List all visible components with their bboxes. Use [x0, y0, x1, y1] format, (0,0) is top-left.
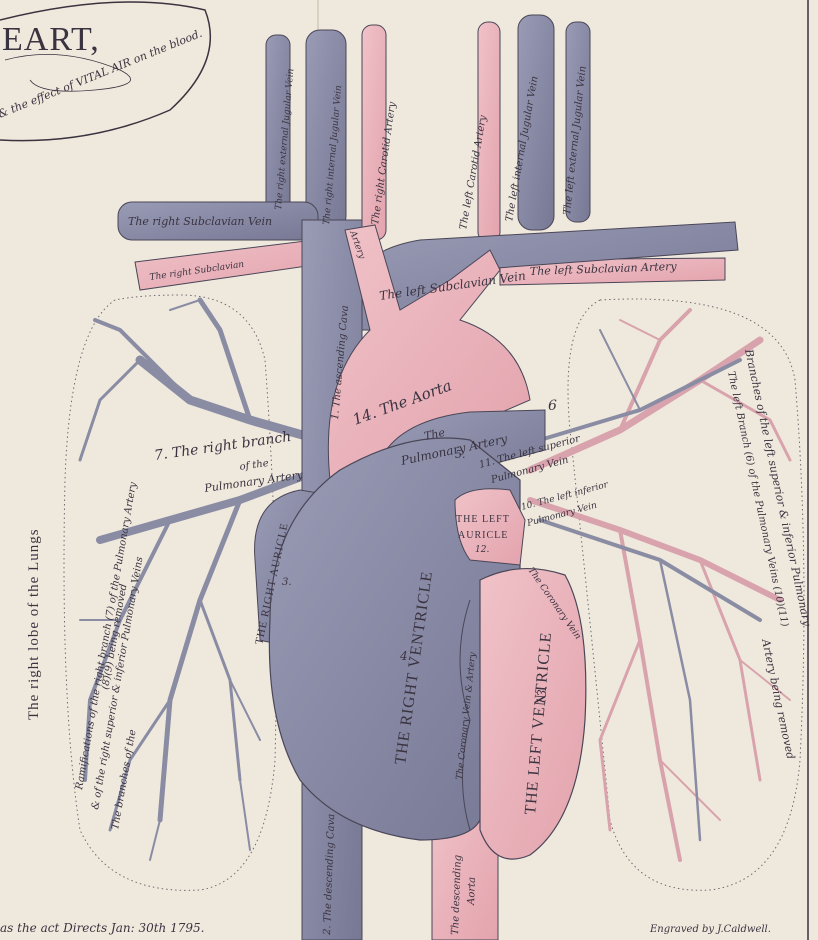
label-left-auricle-1: THE LEFT: [456, 514, 510, 525]
label-right-subclavian-vein: The right Subclavian Vein: [128, 215, 272, 228]
label-right-ventricle-number: 4.: [399, 649, 411, 663]
title-heading: EART,: [2, 21, 100, 58]
footer-engraver: Engraved by J.Caldwell.: [649, 924, 771, 935]
label-descending-aorta-2: Aorta: [466, 877, 478, 906]
label-left-auricle-number: 12.: [475, 545, 489, 555]
label-number-6: 6: [548, 398, 557, 414]
label-right-auricle-number: 3.: [282, 577, 292, 588]
footer-publisher: as the act Directs Jan: 30th 1795.: [0, 921, 204, 935]
label-left-ventricle-number: 13.: [534, 685, 550, 705]
label-left-auricle-2: AURICLE: [458, 530, 508, 541]
left-auricle-shape: [455, 489, 525, 565]
side-title: The right lobe of the Lungs: [26, 528, 42, 720]
label-pulmonary-artery-number: 5.: [455, 448, 466, 461]
